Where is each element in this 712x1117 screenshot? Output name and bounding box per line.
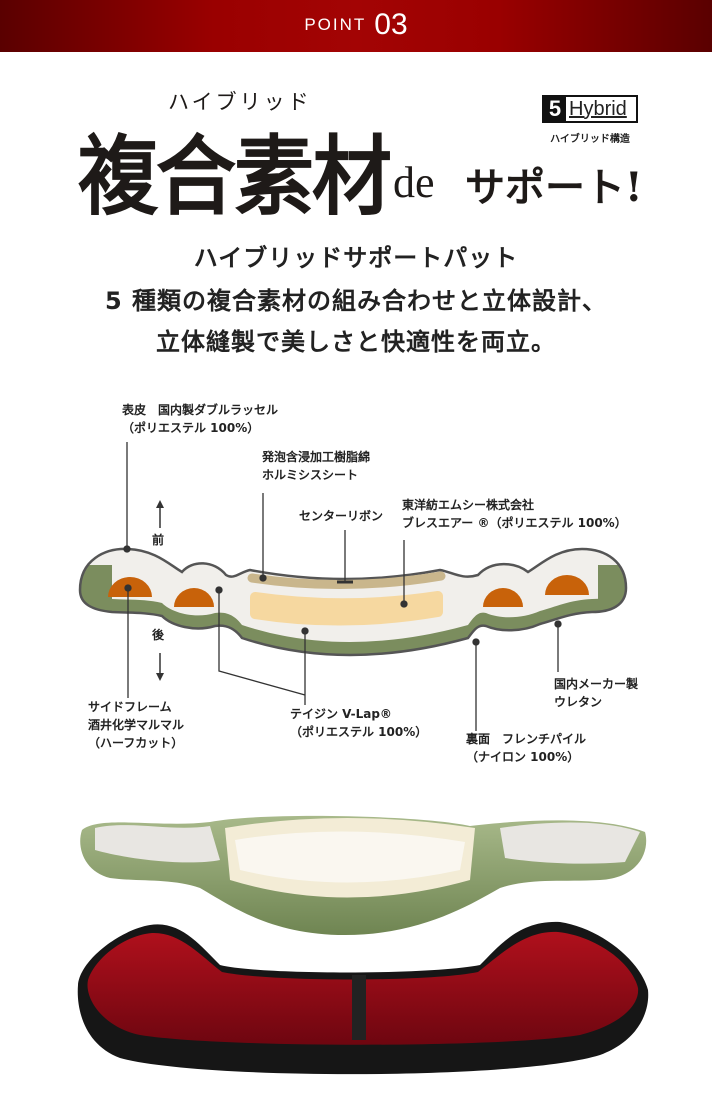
side-frame-right-inner <box>483 588 523 607</box>
label-urethane: 国内メーカー製ウレタン <box>554 675 638 711</box>
point-heading: POINT 03 <box>0 8 712 42</box>
label-back-side-line2: （ナイロン 100%） <box>466 750 580 764</box>
label-hormesis-line1: 発泡含浸加工樹脂綿 <box>262 450 371 464</box>
label-breathair: 東洋紡エムシー株式会社ブレスエアー ®（ポリエステル 100%） <box>402 496 627 532</box>
product-photo-red-cushion <box>77 921 649 1075</box>
label-vlap-line1: テイジン V-Lap® <box>290 707 392 721</box>
point-number: 03 <box>374 8 408 41</box>
lead-line-3: 立体縫製で美しさと快適性を両立。 <box>156 328 556 356</box>
hormesis-sheet <box>247 571 446 589</box>
label-breathair-line2: ブレスエアー ®（ポリエステル 100%） <box>402 516 627 530</box>
headline-support: サポート! <box>465 164 643 211</box>
badge-caption: ハイブリッド構造 <box>550 134 630 145</box>
lead-line-1: ハイブリッドサポートパット <box>193 244 519 272</box>
label-back-side-line1: 裏面 フレンチパイル <box>466 732 587 746</box>
label-urethane-line1: 国内メーカー製 <box>554 677 639 691</box>
label-vlap-line2: （ポリエステル 100%） <box>290 725 428 739</box>
badge-word: Hybrid <box>569 97 627 120</box>
label-skin-line1: 表皮 国内製ダブルラッセル <box>122 403 279 417</box>
label-urethane-line2: ウレタン <box>554 695 603 709</box>
headline-title: 複合素材 <box>78 125 392 228</box>
arrow-front-icon <box>156 500 164 528</box>
lead-line-2: 5 種類の複合素材の組み合わせと立体設計、 <box>104 287 608 315</box>
product-photo-foam-layers <box>80 815 647 935</box>
label-skin-line2: （ポリエステル 100%） <box>122 421 260 435</box>
badge-number: 5 <box>544 97 566 121</box>
side-frame-left-inner <box>174 588 214 607</box>
label-center-ribbon: センターリボン <box>299 509 384 523</box>
leader-lines <box>123 442 562 731</box>
label-side-frame-line1: サイドフレーム <box>88 700 172 714</box>
label-hormesis: 発泡含浸加工樹脂綿ホルミシスシート <box>262 448 370 484</box>
label-side-frame-line2: 酒井化学マルマル <box>88 718 185 732</box>
side-frame-right <box>545 575 589 595</box>
arrow-back-icon <box>156 653 164 681</box>
title-ruby: ハイブリッド <box>168 90 312 114</box>
point-label: POINT <box>304 15 367 34</box>
label-side-frame-line3: （ハーフカット） <box>88 736 184 750</box>
breathair-pad <box>250 591 443 626</box>
label-vlap: テイジン V-Lap® （ポリエステル 100%） <box>290 705 427 741</box>
label-breathair-line1: 東洋紡エムシー株式会社 <box>402 498 535 512</box>
label-front: 前 <box>152 533 165 547</box>
label-back-side: 裏面 フレンチパイル （ナイロン 100%） <box>466 730 586 766</box>
point-header-band <box>0 0 712 52</box>
label-back: 後 <box>152 628 165 642</box>
label-skin: 表皮 国内製ダブルラッセル （ポリエステル 100%） <box>122 401 278 437</box>
label-side-frame: サイドフレーム酒井化学マルマル （ハーフカット） <box>88 698 184 752</box>
label-hormesis-line2: ホルミシスシート <box>262 468 359 482</box>
headline-de: de <box>393 158 435 207</box>
